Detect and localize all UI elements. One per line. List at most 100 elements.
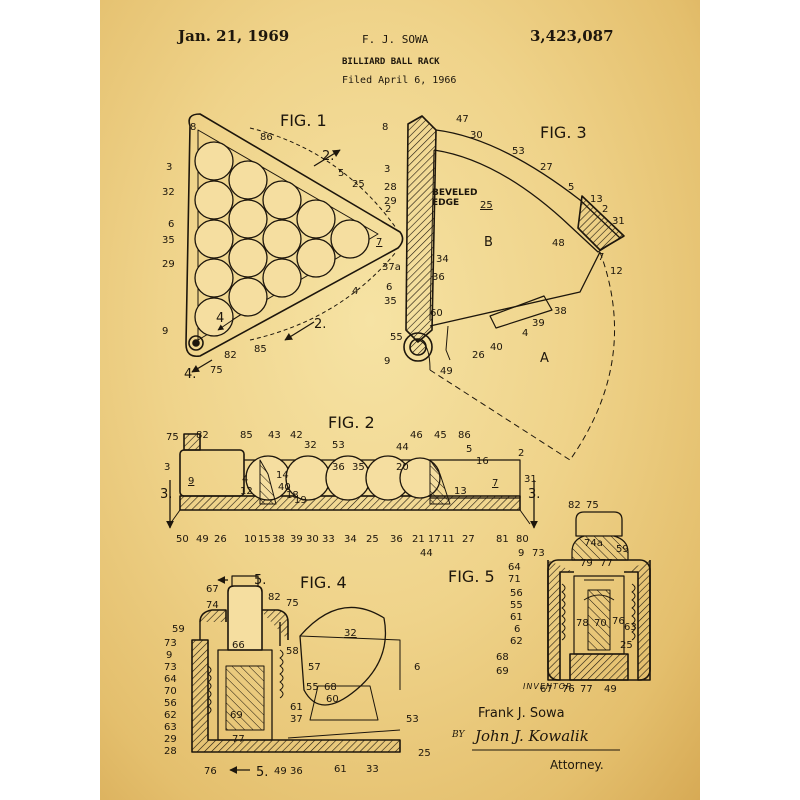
ref-56: 56 [510, 588, 523, 599]
ref-38: 38 [272, 534, 285, 545]
ref-45: 45 [434, 430, 447, 441]
ref-49: 49 [440, 366, 453, 377]
ref-70: 70 [164, 686, 177, 697]
ref-37a: 37a [382, 262, 401, 273]
edge-label: EDGE [432, 198, 459, 208]
fig3-drawing [403, 115, 625, 461]
billiard-balls [194, 141, 370, 337]
ref-31: 31 [524, 474, 537, 485]
fig1-label: FIG. 1 [280, 111, 327, 130]
section-4: 4. [184, 367, 196, 382]
ref-2: 2 [385, 204, 391, 215]
ref-3: 3 [166, 162, 172, 173]
ref-9: 9 [518, 548, 524, 559]
patent-date: Jan. 21, 1969 [178, 27, 290, 45]
ref-6: 6 [168, 219, 174, 230]
ref-34: 34 [436, 254, 449, 265]
ref-44-bottom: 44 [420, 548, 433, 559]
fig2-balls [245, 455, 441, 501]
ref-28: 28 [384, 182, 397, 193]
ref-10: 10 [244, 534, 257, 545]
ref-86: 86 [260, 132, 273, 143]
ref-35: 35 [384, 296, 397, 307]
ref-3: 3 [164, 462, 170, 473]
ref-55: 55 [306, 682, 319, 693]
ref-14: 14 [276, 470, 289, 481]
ref-85: 85 [254, 344, 267, 355]
ref-11: 11 [442, 534, 455, 545]
ref-63: 63 [164, 722, 177, 733]
fig2-label: FIG. 2 [328, 413, 375, 432]
ref-77: 77 [232, 734, 245, 745]
section-3-left: 3. [160, 487, 172, 502]
ref-50: 50 [176, 534, 189, 545]
ref-12: 12 [240, 486, 253, 497]
ref-75: 75 [586, 500, 599, 511]
ref-33: 33 [366, 764, 379, 775]
ref-73: 73 [532, 548, 545, 559]
filed-date: Filed April 6, 1966 [342, 75, 457, 86]
ref-73-mid: 73 [164, 662, 177, 673]
ref-9: 9 [166, 650, 172, 661]
ref-35: 35 [352, 462, 365, 473]
ref-29: 29 [164, 734, 177, 745]
ref-29: 29 [162, 259, 175, 270]
ref-74: 74 [206, 600, 219, 611]
ref-42: 42 [290, 430, 303, 441]
ref-76: 76 [612, 616, 625, 627]
ref-34: 34 [344, 534, 357, 545]
ref-63: 63 [624, 622, 637, 633]
inventor-header: F. J. SOWA [362, 33, 429, 46]
ref-53: 53 [406, 714, 419, 725]
ref-82: 82 [268, 592, 281, 603]
section-3-right: 3. [528, 487, 540, 502]
ref-7: 7 [492, 478, 498, 489]
ref-33: 33 [322, 534, 335, 545]
ref-26: 26 [214, 534, 227, 545]
patent-number: 3,423,087 [530, 27, 614, 45]
ref-60: 60 [430, 308, 443, 319]
ref-82: 82 [568, 500, 581, 511]
ref-28: 28 [164, 746, 177, 757]
ref-9: 9 [188, 476, 194, 487]
fig2-drawing [166, 433, 538, 529]
ref-13: 13 [590, 194, 603, 205]
ref-8: 8 [382, 122, 388, 133]
ref-57: 57 [308, 662, 321, 673]
ref-27: 27 [540, 162, 553, 173]
ref-49: 49 [196, 534, 209, 545]
ref-55: 55 [390, 332, 403, 343]
ref-73-top: 73 [164, 638, 177, 649]
ref-69: 69 [496, 666, 509, 677]
patent-drawings: FIG. 1 8 86 2. 3 32 5 25 2 6 35 7 29 4 4… [160, 111, 651, 780]
ref-44: 44 [396, 442, 409, 453]
ref-2: 2 [602, 204, 608, 215]
fig1-drawing [185, 113, 404, 373]
ref-40: 40 [490, 342, 503, 353]
ref-30: 30 [306, 534, 319, 545]
ref-66: 66 [232, 640, 245, 651]
ref-21: 21 [412, 534, 425, 545]
fig3-label: FIG. 3 [540, 123, 587, 142]
ref-53: 53 [332, 440, 345, 451]
zone-b: B [484, 235, 493, 250]
ref-69: 69 [230, 710, 243, 721]
ref-25: 25 [480, 200, 493, 211]
ref-79: 79 [580, 558, 593, 569]
fig4-label: FIG. 4 [300, 573, 347, 592]
ref-75: 75 [210, 365, 223, 376]
ref-38: 38 [554, 306, 567, 317]
ref-20: 20 [396, 462, 409, 473]
ref-31: 31 [612, 216, 625, 227]
section-5-bottom: 5. [256, 765, 268, 780]
ref-5: 5 [338, 168, 344, 179]
ref-71: 71 [508, 574, 521, 585]
beveled-label: BEVELED [432, 188, 477, 198]
ref-5: 5 [568, 182, 574, 193]
ref-62: 62 [510, 636, 523, 647]
ref-62: 62 [164, 710, 177, 721]
ref-13: 13 [454, 486, 467, 497]
ref-32: 32 [344, 628, 357, 639]
ref-74a: 74a [584, 538, 603, 549]
